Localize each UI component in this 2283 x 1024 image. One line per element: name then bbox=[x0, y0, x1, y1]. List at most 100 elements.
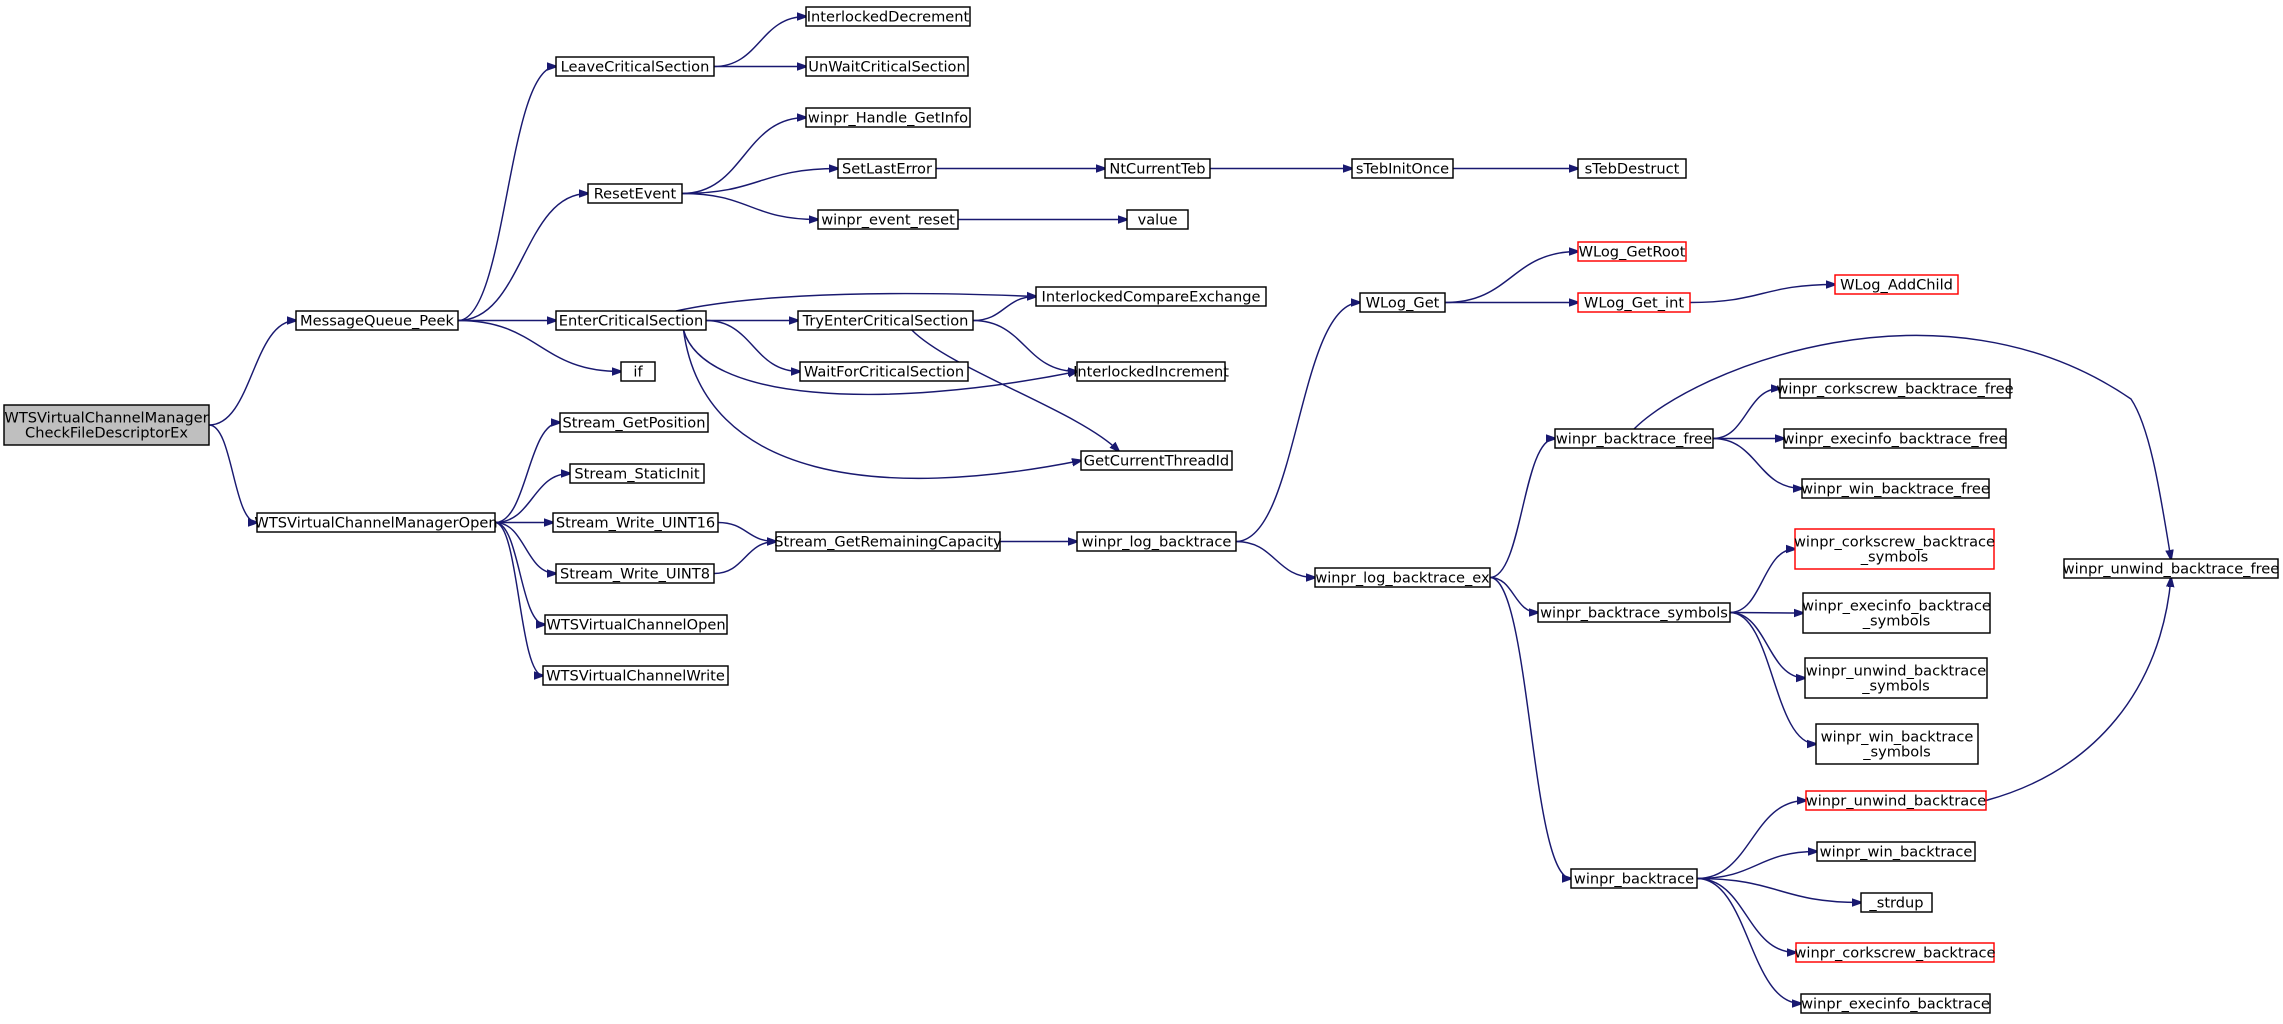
node-leavecs[interactable]: LeaveCriticalSection bbox=[555, 56, 715, 77]
node-write8[interactable]: Stream_Write_UINT8 bbox=[555, 563, 715, 584]
node-label-wloggetroot-0: WLog_GetRoot bbox=[1579, 244, 1686, 261]
node-box-btfree bbox=[1554, 428, 1714, 449]
node-winfree[interactable]: winpr_win_backtrace_free bbox=[1801, 478, 1990, 499]
node-intdec[interactable]: InterlockedDecrement bbox=[805, 6, 971, 27]
node-box-eventreset bbox=[817, 209, 959, 230]
node-label-strdup-0: _strdup bbox=[1868, 895, 1923, 912]
edge-resetevent-to-setlasterr bbox=[681, 169, 838, 195]
node-label-intdec-0: InterlockedDecrement bbox=[807, 9, 970, 26]
node-label-tryentercs-0: TryEnterCriticalSection bbox=[802, 313, 969, 330]
edge-tryentercs-to-intcmpx bbox=[972, 297, 1036, 322]
node-label-handleinfo-0: winpr_Handle_GetInfo bbox=[808, 110, 968, 127]
node-winbt[interactable]: winpr_win_backtrace bbox=[1816, 841, 1976, 862]
node-wlogget[interactable]: WLog_Get bbox=[1359, 292, 1446, 313]
node-logbtex[interactable]: winpr_log_backtrace_ex bbox=[1314, 567, 1491, 588]
node-label-root-1: CheckFileDescriptorEx bbox=[25, 425, 188, 442]
node-bt[interactable]: winpr_backtrace bbox=[1570, 868, 1698, 889]
edge-btfree-to-corkfree bbox=[1712, 389, 1780, 440]
node-waitcs[interactable]: WaitForCriticalSection bbox=[799, 361, 969, 382]
node-unwindbt[interactable]: winpr_unwind_backtrace bbox=[1805, 790, 1987, 811]
node-label-write8-0: Stream_Write_UINT8 bbox=[560, 566, 710, 583]
node-wloggetroot[interactable]: WLog_GetRoot bbox=[1577, 241, 1687, 262]
node-box-logbtex bbox=[1314, 567, 1491, 588]
node-label-winsym-1: _symbols bbox=[1862, 744, 1931, 761]
node-strdup[interactable]: _strdup bbox=[1860, 892, 1933, 913]
node-resetevent[interactable]: ResetEvent bbox=[587, 183, 683, 204]
node-unwindsym[interactable]: winpr_unwind_backtrace_symbols bbox=[1804, 657, 1988, 699]
node-box-intcmpx bbox=[1035, 286, 1267, 307]
edge-btsym-to-unwindsym bbox=[1729, 611, 1805, 679]
node-winsym[interactable]: winpr_win_backtrace_symbols bbox=[1815, 723, 1979, 765]
node-write16[interactable]: Stream_Write_UINT16 bbox=[552, 512, 719, 533]
node-tebinit[interactable]: sTebInitOnce bbox=[1351, 158, 1454, 179]
edge-wtsopen-to-write8 bbox=[494, 521, 556, 574]
node-intinc[interactable]: InterlockedIncrement bbox=[1073, 361, 1229, 382]
node-getpos[interactable]: Stream_GetPosition bbox=[559, 412, 709, 433]
edge-logbtex-to-btfree bbox=[1489, 439, 1555, 579]
node-box-staticinit bbox=[569, 463, 705, 484]
node-label-corkfree-0: winpr_corkscrew_backtrace_free bbox=[1776, 381, 2013, 398]
node-box-corkbt bbox=[1795, 942, 1995, 963]
edge-root-to-mqpeek bbox=[208, 321, 296, 426]
node-execfree[interactable]: winpr_execinfo_backtrace_free bbox=[1783, 428, 2008, 449]
node-execsym[interactable]: winpr_execinfo_backtrace_symbols bbox=[1802, 592, 1991, 634]
node-box-if bbox=[620, 361, 656, 382]
edge-wtsopen-to-wtschwrite bbox=[494, 521, 543, 676]
node-box-bt bbox=[1570, 868, 1698, 889]
node-label-if-0: if bbox=[633, 364, 643, 381]
node-label-remcap-0: Stream_GetRemainingCapacity bbox=[774, 534, 1002, 551]
node-value[interactable]: value bbox=[1126, 209, 1189, 230]
node-box-unwindsym bbox=[1804, 657, 1988, 699]
node-label-execsym-0: winpr_execinfo_backtrace bbox=[1802, 598, 1991, 615]
node-setlasterr[interactable]: SetLastError bbox=[837, 158, 937, 179]
node-root[interactable]: WTSVirtualChannelManagerCheckFileDescrip… bbox=[3, 404, 210, 446]
edge-logbtex-to-bt bbox=[1489, 576, 1571, 879]
node-btfree[interactable]: winpr_backtrace_free bbox=[1554, 428, 1714, 449]
node-box-wtschwrite bbox=[542, 665, 729, 686]
node-curthread[interactable]: GetCurrentThreadId bbox=[1080, 450, 1233, 471]
node-btsym[interactable]: winpr_backtrace_symbols bbox=[1537, 602, 1731, 623]
node-box-logbt bbox=[1076, 531, 1237, 552]
node-staticinit[interactable]: Stream_StaticInit bbox=[569, 463, 705, 484]
node-box-mqpeek bbox=[295, 310, 459, 331]
node-tebdestruct[interactable]: sTebDestruct bbox=[1577, 158, 1687, 179]
node-wlogaddchild[interactable]: WLog_AddChild bbox=[1834, 274, 1959, 295]
node-unwaitcs[interactable]: UnWaitCriticalSection bbox=[805, 56, 969, 77]
node-eventreset[interactable]: winpr_event_reset bbox=[817, 209, 959, 230]
node-intcmpx[interactable]: InterlockedCompareExchange bbox=[1035, 286, 1267, 307]
edge-mqpeek-to-if bbox=[457, 319, 621, 372]
node-wtschopen[interactable]: WTSVirtualChannelOpen bbox=[544, 614, 728, 635]
node-wtsopen[interactable]: WTSVirtualChannelManagerOpen bbox=[254, 512, 498, 533]
edge-btsym-to-corksym bbox=[1729, 549, 1795, 614]
node-corkfree[interactable]: winpr_corkscrew_backtrace_free bbox=[1776, 378, 2014, 399]
node-ntteb[interactable]: NtCurrentTeb bbox=[1104, 158, 1211, 179]
node-tryentercs[interactable]: TryEnterCriticalSection bbox=[797, 310, 974, 331]
edge-wloggetint-to-wlogaddchild bbox=[1689, 285, 1835, 304]
node-wloggetint[interactable]: WLog_Get_int bbox=[1577, 292, 1691, 313]
node-label-unwaitcs-0: UnWaitCriticalSection bbox=[808, 59, 965, 76]
edge-mqpeek-to-leavecs bbox=[457, 67, 556, 322]
node-unwindfree[interactable]: winpr_unwind_backtrace_free bbox=[2063, 558, 2280, 579]
node-label-btsym-0: winpr_backtrace_symbols bbox=[1540, 605, 1728, 622]
node-corkbt[interactable]: winpr_corkscrew_backtrace bbox=[1794, 942, 1996, 963]
node-box-wlogget bbox=[1359, 292, 1446, 313]
node-box-tebinit bbox=[1351, 158, 1454, 179]
node-wtschwrite[interactable]: WTSVirtualChannelWrite bbox=[542, 665, 729, 686]
node-handleinfo[interactable]: winpr_Handle_GetInfo bbox=[805, 107, 971, 128]
node-logbt[interactable]: winpr_log_backtrace bbox=[1076, 531, 1237, 552]
node-entercs[interactable]: EnterCriticalSection bbox=[555, 310, 707, 331]
node-remcap[interactable]: Stream_GetRemainingCapacity bbox=[774, 531, 1002, 552]
edge-btsym-to-winsym bbox=[1729, 611, 1816, 745]
node-mqpeek[interactable]: MessageQueue_Peek bbox=[295, 310, 459, 331]
edge-resetevent-to-eventreset bbox=[681, 192, 818, 220]
node-box-winsym bbox=[1815, 723, 1979, 765]
edge-unwindbt-to-unwindfree bbox=[1985, 578, 2171, 802]
node-if[interactable]: if bbox=[620, 361, 656, 382]
node-box-root bbox=[3, 404, 210, 446]
node-corksym[interactable]: winpr_corkscrew_backtrace_symbols bbox=[1794, 528, 1995, 570]
node-label-unwindsym-1: _symbols bbox=[1861, 678, 1930, 695]
node-box-leavecs bbox=[555, 56, 715, 77]
edge-entercs-to-intcmpx bbox=[675, 294, 1036, 312]
node-execbt[interactable]: winpr_execinfo_backtrace bbox=[1800, 993, 1991, 1014]
node-box-wloggetroot bbox=[1577, 241, 1687, 262]
